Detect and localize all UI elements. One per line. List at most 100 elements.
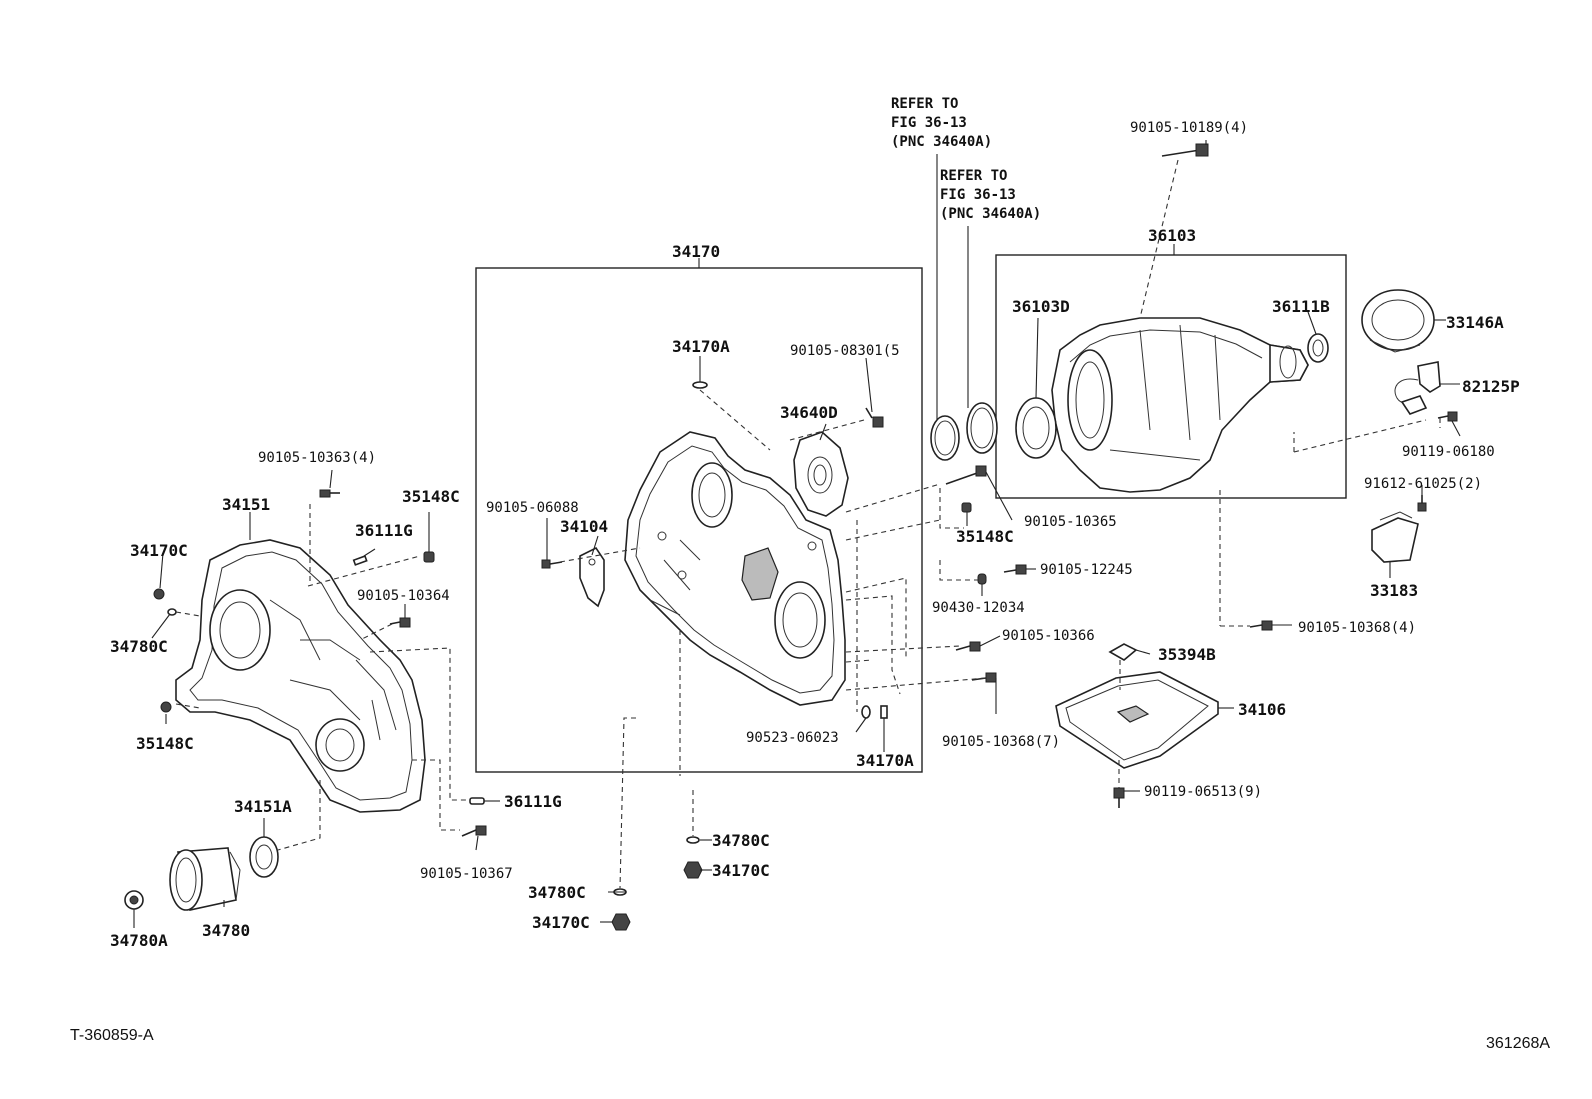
label-33146A: 33146A — [1446, 313, 1504, 332]
bolt-90119-06513 — [1113, 787, 1125, 808]
bolt-90105-10368-4 — [1249, 620, 1273, 631]
label-36103D: 36103D — [1012, 297, 1070, 316]
oil-seal-ring-34640A-b — [966, 402, 998, 454]
label-34780C-left: 34780C — [110, 637, 168, 656]
label-34780C-low: 34780C — [528, 883, 586, 902]
plug-35148C-top — [423, 551, 435, 563]
plug-36111G-top — [352, 555, 368, 566]
label-90105-06088: 90105-06088 — [486, 500, 579, 516]
label-90523-06023: 90523-06023 — [746, 730, 839, 746]
label-34151A: 34151A — [234, 797, 292, 816]
plug-36111G-bottom — [469, 797, 485, 805]
bolt-90105-10363 — [319, 489, 331, 498]
assembly-box-36103 — [995, 254, 1347, 499]
bolt-90105-10368-7 — [971, 672, 997, 683]
bolt-90105-08301 — [865, 407, 884, 428]
label-34170A-bottom: 34170A — [856, 751, 914, 770]
label-90105-10365: 90105-10365 — [1024, 514, 1117, 530]
label-34780: 34780 — [202, 921, 250, 940]
bolt-90105-12245 — [1003, 564, 1027, 575]
front-case-34151 — [175, 539, 426, 813]
bolt-90119-06180 — [1437, 411, 1458, 422]
label-33183: 33183 — [1370, 581, 1418, 600]
bolt-90105-06088 — [541, 559, 563, 569]
wire-harness-82125P — [1394, 361, 1441, 415]
refer-note-2-line2: FIG 36-13 — [940, 187, 1016, 203]
label-36111B: 36111B — [1272, 297, 1330, 316]
part-labels: 34170 34170A 90105-08301(5 34640D 90105-… — [110, 96, 1520, 950]
bracket-33183 — [1371, 511, 1419, 563]
dust-deflector-34780 — [169, 847, 241, 911]
label-36111G-top: 36111G — [355, 521, 413, 540]
bolt-90105-10365 — [945, 465, 987, 485]
bolt-90105-10367 — [461, 825, 487, 837]
label-34780C-mid: 34780C — [712, 831, 770, 850]
label-90119-06180: 90119-06180 — [1402, 444, 1495, 460]
label-90105-12245: 90105-12245 — [1040, 562, 1133, 578]
plug-35148C-right — [961, 502, 972, 513]
label-34170C-low: 34170C — [532, 913, 590, 932]
oil-seal-ring-34640A-a — [930, 415, 960, 461]
label-90105-10368-7: 90105-10368(7) — [942, 734, 1060, 750]
label-34151: 34151 — [222, 495, 270, 514]
adapter-housing-36103 — [1051, 317, 1309, 493]
dowel-pin-34170A-bottom — [880, 705, 888, 719]
figure-code-right: 361268A — [1486, 1035, 1550, 1052]
plug-34170C-left — [153, 588, 165, 600]
oil-seal-36103D — [1015, 397, 1057, 459]
label-90105-10367: 90105-10367 — [420, 866, 513, 882]
label-91612-61025: 91612-61025(2) — [1364, 476, 1482, 492]
bolt-90105-10364 — [389, 617, 411, 628]
dashed-assembly-lines — [175, 159, 1441, 889]
label-36103: 36103 — [1148, 226, 1196, 245]
label-35148C-left: 35148C — [136, 734, 194, 753]
oil-seal-36111B — [1307, 333, 1329, 363]
refer-note-1-line1: REFER TO — [891, 96, 958, 112]
plug-90523-06023 — [861, 705, 871, 719]
gasket-34780C-left — [167, 608, 177, 616]
oil-seal-34640D — [793, 431, 849, 517]
oil-seal-34151A — [249, 836, 279, 878]
refer-note-2-line1: REFER TO — [940, 168, 1007, 184]
label-90105-10363: 90105-10363(4) — [258, 450, 376, 466]
label-34170A-top: 34170A — [672, 337, 730, 356]
plug-34170C-mid — [683, 861, 703, 879]
label-34106: 34106 — [1238, 700, 1286, 719]
refer-note-1-line2: FIG 36-13 — [891, 115, 967, 131]
refer-note-2-line3: (PNC 34640A) — [940, 206, 1041, 222]
label-35148C-top: 35148C — [402, 487, 460, 506]
label-82125P: 82125P — [1462, 377, 1520, 396]
dust-cover-33146A — [1361, 289, 1435, 353]
bolt-90105-10366 — [955, 641, 981, 652]
seal-35394B — [1108, 643, 1138, 661]
oil-pan-34106 — [1055, 671, 1219, 769]
label-35148C-right: 35148C — [956, 527, 1014, 546]
label-90105-10189: 90105-10189(4) — [1130, 120, 1248, 136]
label-90430-12034: 90430-12034 — [932, 600, 1025, 616]
figure-code-left: T-360859-A — [70, 1027, 154, 1044]
rear-case-34170 — [624, 431, 846, 706]
nut-34780A — [124, 890, 144, 910]
label-34170C-mid: 34170C — [712, 861, 770, 880]
plug-34170C-low — [611, 913, 631, 931]
refer-note-1-line3: (PNC 34640A) — [891, 134, 992, 150]
label-34640D: 34640D — [780, 403, 838, 422]
dowel-pin-34170A-top — [692, 381, 708, 389]
bracket-34104 — [579, 546, 605, 608]
label-34170: 34170 — [672, 242, 720, 261]
label-34780A: 34780A — [110, 931, 168, 950]
label-34170C-left: 34170C — [130, 541, 188, 560]
bolt-90105-10189 — [1161, 143, 1209, 157]
label-90119-06513: 90119-06513(9) — [1144, 784, 1262, 800]
label-90105-10368-4: 90105-10368(4) — [1298, 620, 1416, 636]
label-36111G-bottom: 36111G — [504, 792, 562, 811]
label-35394B: 35394B — [1158, 645, 1216, 664]
leader-lines — [133, 140, 1461, 928]
label-90105-10366: 90105-10366 — [1002, 628, 1095, 644]
plug-35148C-left — [160, 701, 172, 713]
label-90105-08301: 90105-08301(5 — [790, 343, 900, 359]
gasket-34780C-mid — [686, 836, 700, 844]
label-34104: 34104 — [560, 517, 608, 536]
